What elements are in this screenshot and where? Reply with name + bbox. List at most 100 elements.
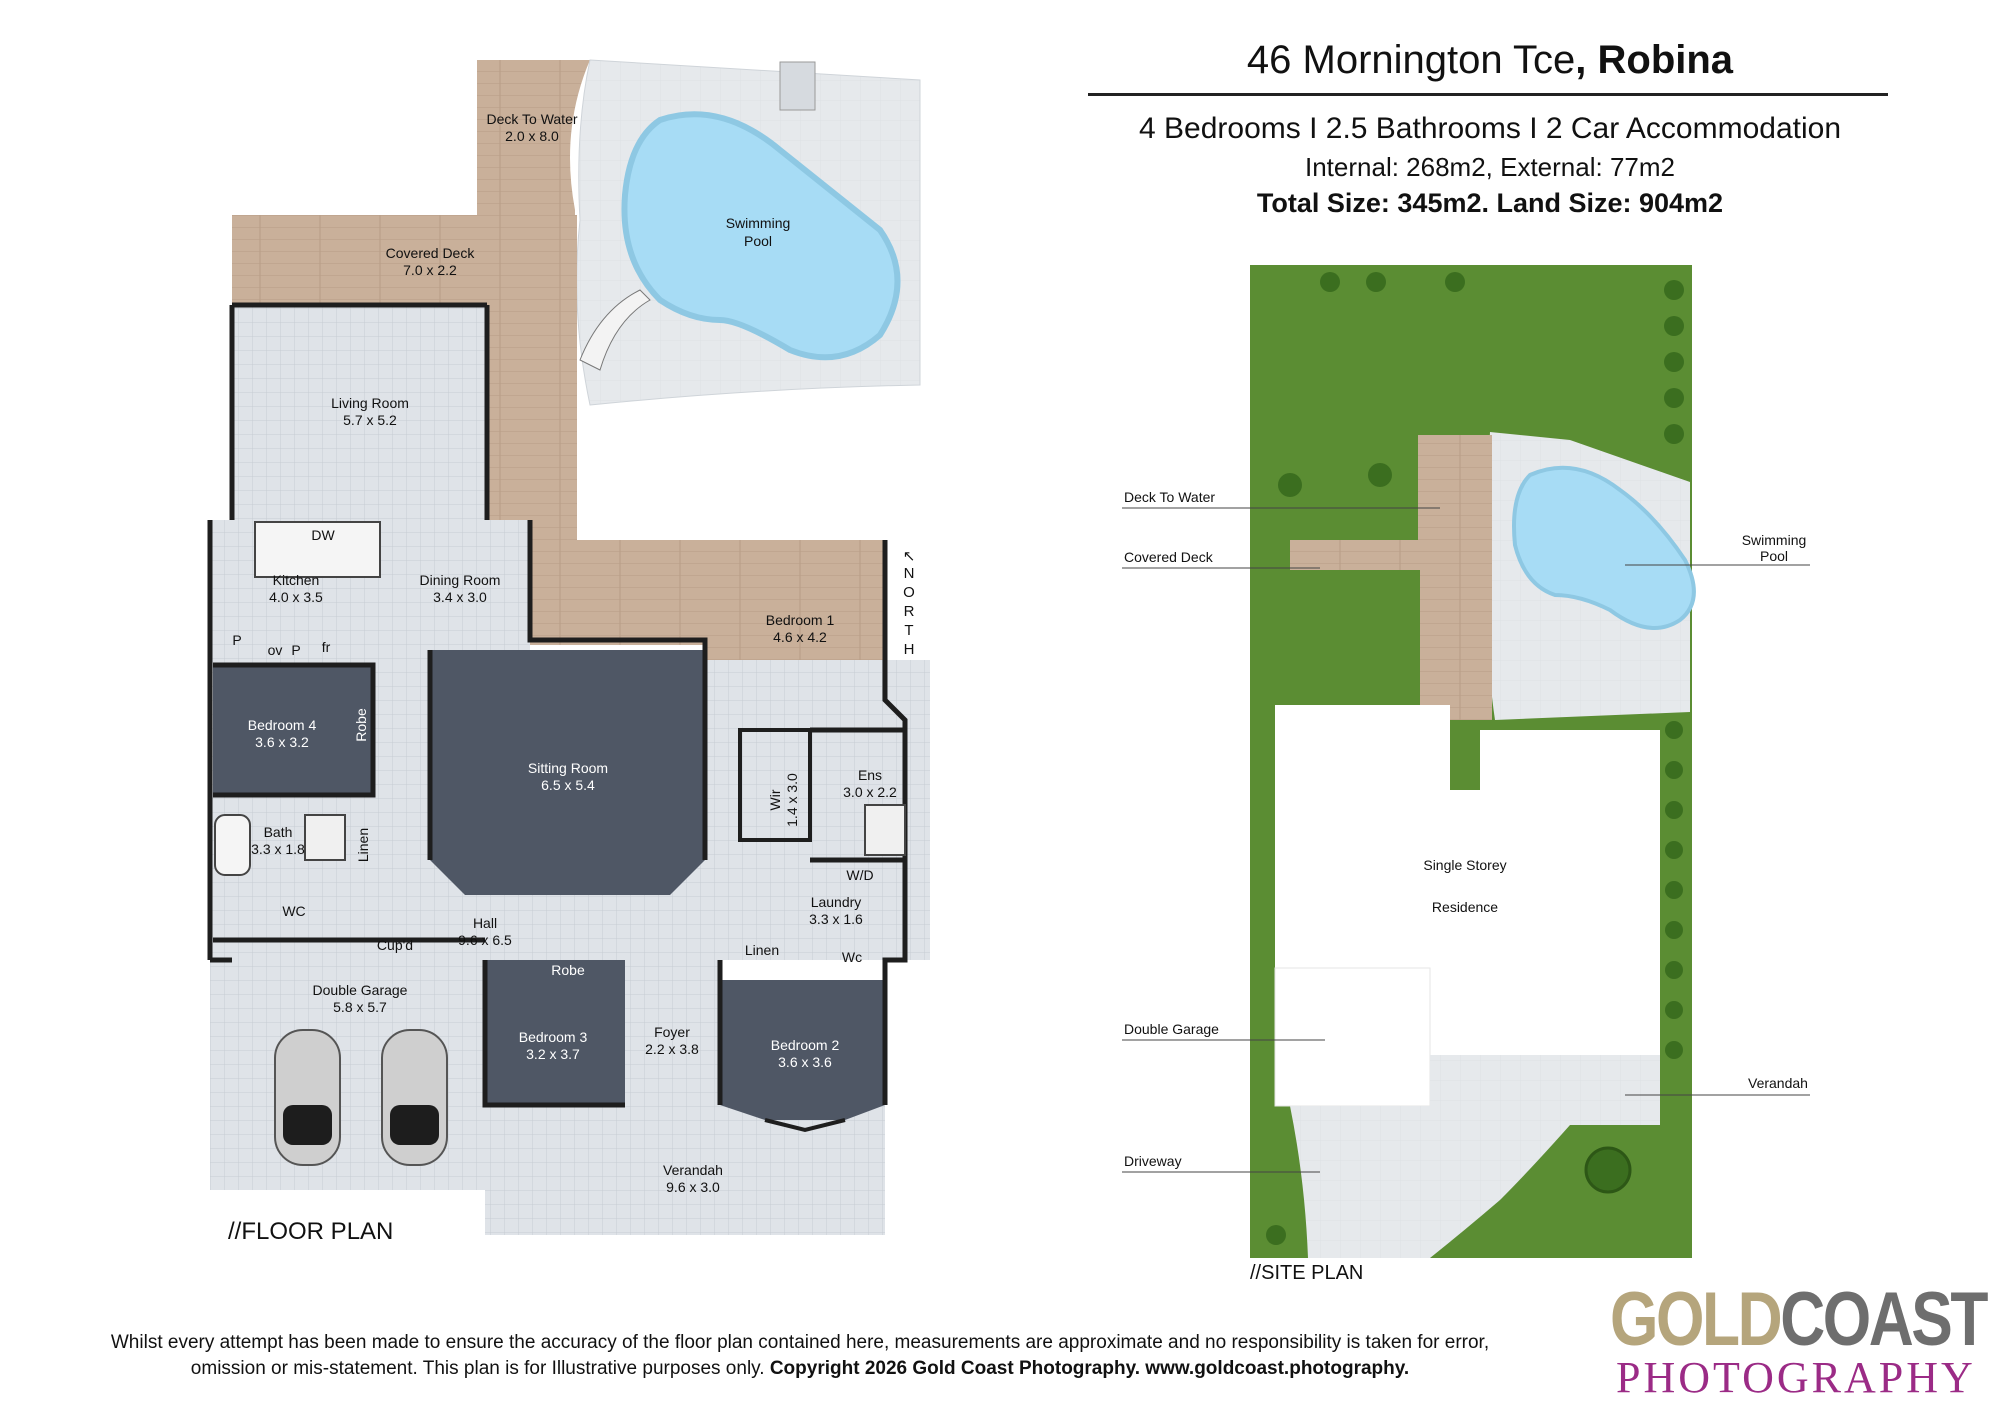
room-size: 7.0 x 2.2 [403,262,457,278]
room-size: 9.6 x 3.0 [666,1179,720,1195]
feature-tree [1584,1146,1632,1194]
north-arrow-icon: ↖ [902,548,916,565]
pantry-label: P [232,632,241,648]
hall-deck-area [530,540,705,645]
site-plan: Single Storey Residence Deck To Water Co… [1122,265,1810,1258]
bedroom2-bay [764,1118,846,1133]
room-label: Swimming [726,215,791,231]
bath-shower [304,814,346,861]
disclaimer-line-2: omission or mis-statement. This plan is … [190,1358,770,1379]
bedroom3-floor [485,960,625,1105]
room-label: Dining Room [420,572,501,588]
kitchen-bench [254,521,381,578]
brand-logo: GOLDCOAST [1610,1276,1988,1363]
linen-label: Linen [355,828,371,862]
robe-label: Robe [353,708,369,742]
bedroom2-floor [720,980,885,1120]
cupboard-label: Cup'd [377,937,413,953]
site-garage [1274,967,1431,1107]
washer-dryer-label: W/D [846,867,873,883]
pool-stairs-curve [579,289,651,371]
pool-steps [779,61,816,111]
site-label-driveway: Driveway [1124,1153,1182,1169]
car-right [381,1029,448,1166]
room-size: 4.6 x 4.2 [773,629,827,645]
room-size: 3.3 x 1.6 [809,911,863,927]
fridge-label: fr [322,639,331,655]
wc-label-2: Wc [842,949,862,965]
room-size: 3.6 x 3.2 [255,734,309,750]
room-label: Verandah [663,1162,723,1178]
room-size: 3.0 x 2.2 [843,784,897,800]
room-label: Covered Deck [386,245,476,261]
room-label: Ens [858,767,882,783]
linen-label-2: Linen [745,942,779,958]
room-label: Bedroom 1 [766,612,835,628]
site-pool-water [1512,465,1696,630]
wc-label: WC [282,903,305,919]
foyer-floor [625,960,720,1110]
bath-tub [214,814,251,876]
site-label-covered-deck: Covered Deck [1124,549,1214,565]
site-callouts [1122,507,1810,1173]
site-path [1430,1125,1570,1258]
site-label-pool-2: Pool [1760,548,1788,564]
room-label: Laundry [811,894,862,910]
car-left [274,1029,341,1166]
room-size: 5.7 x 5.2 [343,412,397,428]
room-label: Foyer [654,1024,690,1040]
room-label: Double Garage [313,982,408,998]
room-labels: Deck To Water 2.0 x 8.0 Swimming Pool Co… [248,111,897,1195]
room-size: Pool [744,233,772,249]
room-size: 3.3 x 1.8 [251,841,305,857]
room-label: Bath [264,824,293,840]
room-size: 2.2 x 3.8 [645,1041,699,1057]
north-text: NORTH [900,565,918,660]
property-sizes: Internal: 268m2, External: 77m2 [1305,152,1675,182]
living-room-floor [232,305,487,520]
site-label-pool-1: Swimming [1742,532,1807,548]
property-specs: 4 Bedrooms I 2.5 Bathrooms I 2 Car Accom… [1139,112,1841,145]
logo-coast-word: COAST [1780,1277,1988,1362]
brand-logo-subtitle: PHOTOGRAPHY [1616,1353,1976,1402]
room-label: Bedroom 2 [771,1037,840,1053]
ensuite-shower [864,804,906,856]
room-label: Sitting Room [528,760,608,776]
residence-label-2: Residence [1432,899,1498,915]
residence-label-1: Single Storey [1423,857,1506,873]
pantry-label-2: P [291,642,300,658]
address-street: 46 Mornington Tce [1246,38,1576,82]
dishwasher-label: DW [311,527,335,543]
site-deck [1290,435,1492,720]
disclaimer: Whilst every attempt has been made to en… [60,1330,1540,1382]
room-label: Hall [473,915,497,931]
oven-label: ov [268,642,283,658]
room-label: Bedroom 3 [519,1029,588,1045]
copyright-text: Copyright 2026 Gold Coast Photography. w… [769,1358,1410,1379]
fixture-labels: DW P ov P fr Robe Linen Wir 1.4 x 3.0 W/… [232,527,873,981]
side-deck-area [487,300,577,540]
property-address: 46 Mornington Tce, Robina [1090,38,1890,83]
wir-size: 1.4 x 3.0 [784,773,800,827]
room-label: Bedroom 4 [248,717,317,733]
robe-label-2: Robe [745,965,779,981]
address-suburb: , Robina [1575,38,1734,82]
pool-water [621,111,901,361]
bedroom4-floor [213,665,373,795]
site-label-garage: Double Garage [1124,1021,1219,1037]
site-label-deck: Deck To Water [1124,489,1215,505]
wir-label: Wir [767,789,783,810]
room-size: 6.5 x 5.4 [541,777,595,793]
sitting-room-floor [430,650,705,895]
room-label: Living Room [331,395,409,411]
site-driveway [1290,1106,1430,1258]
room-size: 2.0 x 8.0 [505,128,559,144]
site-verandah [1430,1055,1660,1125]
disclaimer-line-1: Whilst every attempt has been made to en… [110,1332,1490,1353]
room-size: 5.8 x 5.7 [333,999,387,1015]
room-size: 4.0 x 3.5 [269,589,323,605]
room-label: Kitchen [273,572,320,588]
floor-plan-caption: //FLOOR PLAN [228,1218,394,1245]
room-size: 3.6 x 3.6 [778,1054,832,1070]
floor-plan: Deck To Water 2.0 x 8.0 Swimming Pool Co… [207,59,930,1235]
